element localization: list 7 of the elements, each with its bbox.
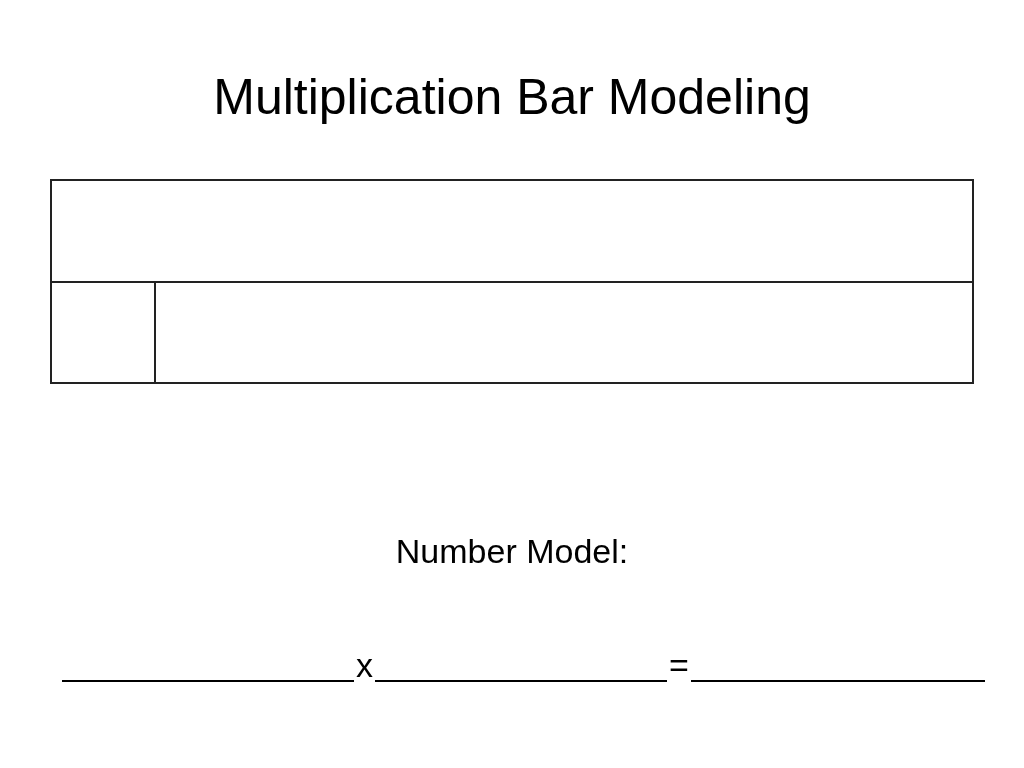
answer-box: [154, 281, 974, 384]
title: Multiplication Bar Modeling: [213, 68, 811, 126]
answer-box: [50, 281, 156, 384]
answer-box: [50, 179, 974, 283]
times-sign: x: [355, 645, 374, 686]
prompt-text: Number Model:: [395, 531, 629, 572]
equals-sign: =: [668, 645, 690, 686]
